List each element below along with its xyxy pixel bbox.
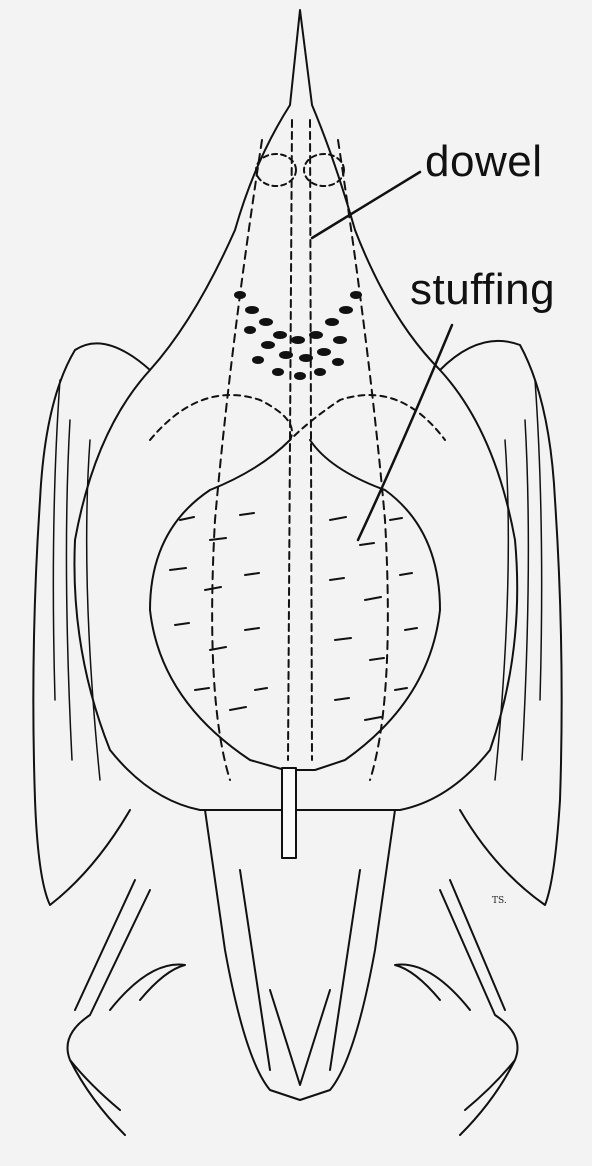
dowel-leader-line — [312, 172, 420, 238]
tail — [205, 810, 395, 1100]
throat-patch — [234, 291, 362, 380]
stuffing-label: stuffing — [410, 268, 555, 312]
right-leg — [440, 880, 518, 1135]
stuffing-region — [150, 440, 440, 770]
dowel — [288, 120, 312, 760]
right-wing — [440, 341, 562, 905]
dowel-end — [282, 768, 296, 858]
dowel-label: dowel — [425, 140, 542, 184]
left-wing — [33, 343, 150, 905]
left-leg — [68, 880, 151, 1135]
artist-initials: TS. — [492, 896, 507, 906]
body-outline — [74, 10, 517, 810]
stuffing-texture — [170, 513, 417, 720]
